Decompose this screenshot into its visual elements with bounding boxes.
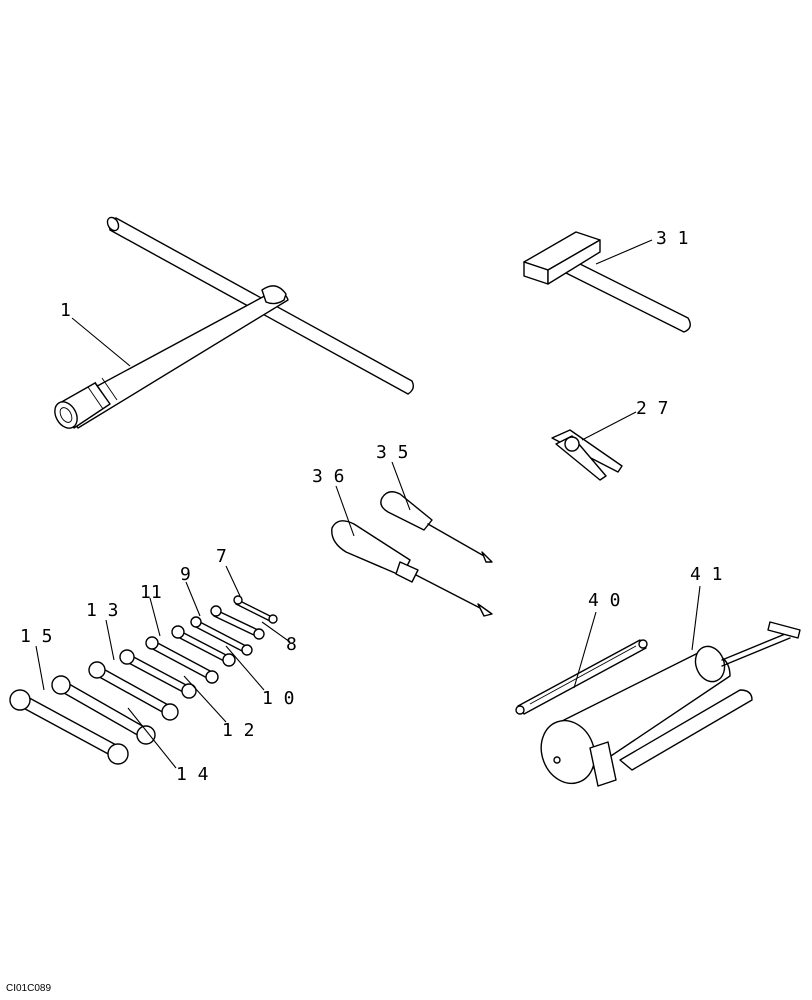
callout-14: 1 4	[176, 764, 209, 785]
callout-10: 1 0	[262, 688, 295, 709]
callout-labels: 1 3 1 2 7 3 5 3 6 7 9 11 1 3 1 5 8 1 0 1…	[20, 228, 723, 785]
drawing-code: CI01C089	[6, 983, 51, 994]
callout-27: 2 7	[636, 398, 669, 419]
grease-gun-hose	[515, 639, 648, 715]
pliers	[551, 429, 623, 481]
t-handle-socket-wrench	[54, 216, 415, 429]
wrench-set	[9, 595, 278, 765]
wrench-7	[233, 595, 278, 624]
wrench-10	[171, 625, 236, 667]
wrench-15	[9, 689, 129, 765]
callout-15: 1 5	[20, 626, 53, 647]
wrench-11	[145, 636, 219, 684]
callout-12: 1 2	[222, 720, 255, 741]
leader-lines	[35, 239, 701, 769]
wrench-9	[190, 616, 253, 656]
callout-41: 4 1	[690, 564, 723, 585]
callout-11: 11	[140, 582, 162, 603]
callout-13: 1 3	[86, 600, 119, 621]
callout-9: 9	[180, 564, 191, 585]
callout-31: 3 1	[656, 228, 689, 249]
callout-36: 3 6	[312, 466, 345, 487]
callout-7: 7	[216, 546, 227, 567]
grease-gun	[540, 621, 801, 787]
wrench-14	[51, 675, 156, 745]
large-screwdriver	[331, 520, 493, 617]
hammer	[523, 231, 691, 333]
callout-8: 8	[286, 634, 297, 655]
callout-1: 1	[60, 300, 71, 321]
callout-40: 4 0	[588, 590, 621, 611]
callout-35: 3 5	[376, 442, 409, 463]
wrench-12	[119, 649, 197, 699]
small-screwdriver	[380, 491, 493, 563]
wrench-13	[88, 661, 179, 721]
wrench-8	[210, 605, 265, 640]
